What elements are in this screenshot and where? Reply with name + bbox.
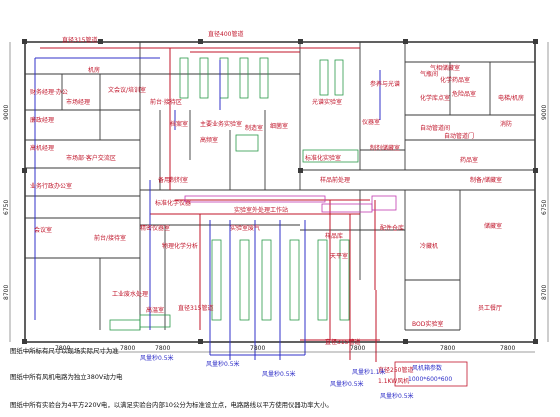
room-label: 财务经理·办公	[30, 88, 68, 96]
room-label: 前台/接待室	[94, 234, 126, 242]
dimension-label: 9000	[3, 105, 10, 120]
dimension-label: 7800	[500, 345, 515, 352]
room-label: 员工餐厅	[478, 304, 502, 312]
dimension-label: 8700	[541, 285, 548, 300]
room-label: 样品前处理	[320, 176, 350, 184]
fume-hoods	[184, 195, 397, 213]
room-label: 廉政经理	[30, 116, 54, 124]
room-label: 气相储藏室	[430, 64, 460, 72]
note-bench-power: 图纸中所有实验台为4平方220V电，以满足实验台内部10公分为标准设立点，电路路…	[10, 401, 333, 409]
dimension-lines	[9, 42, 549, 353]
room-label: 天平室	[330, 252, 348, 260]
note-fan-power: 图纸中所有风机电路为独立380V动力电	[10, 373, 123, 381]
room-label: 市场部·客户交流区	[66, 154, 116, 162]
pipe-label: 直径400管道	[208, 30, 243, 38]
exhaust-ducts	[40, 47, 380, 362]
room-label: 主要业务实验室	[200, 120, 242, 128]
fan-unit-box	[394, 361, 468, 387]
room-label: 电梯/机房	[498, 94, 524, 102]
pipe-label: 直径250管道	[378, 366, 413, 374]
room-label: 精密仪器室	[140, 224, 170, 232]
air-speed-label: 风量秒0.5米	[140, 354, 174, 362]
dimension-label: 6750	[3, 200, 10, 215]
room-label: 药品室	[460, 156, 478, 164]
room-label: 自动管道间	[420, 124, 450, 132]
room-label: 制备/储藏室	[470, 176, 502, 184]
room-label: 仪器室	[362, 118, 380, 126]
room-label: 实验室外处理工作站	[234, 206, 288, 214]
pipe-label: 直径315管道	[178, 304, 213, 312]
room-label: 化学库点室	[420, 94, 450, 102]
room-label: 危险品室	[452, 90, 476, 98]
fan-box-size: 1000*600*600	[408, 376, 452, 383]
room-label: 标准化实验室	[305, 154, 341, 162]
pipe-label: 直径315管道	[62, 36, 97, 44]
air-speed-label: 风量秒0.5米	[262, 370, 296, 378]
room-label: 参养与光谱	[370, 80, 400, 88]
dimension-label: 8700	[3, 285, 10, 300]
room-label: 档案室	[170, 120, 188, 128]
fan-power-label: 1.1KW风机	[378, 377, 409, 385]
room-label: 高机经理	[30, 144, 54, 152]
room-label: 消防	[500, 120, 512, 128]
room-label: 市场经理	[66, 98, 90, 106]
room-label: 自动管道门	[444, 132, 474, 140]
room-label: 光谱实验室	[312, 98, 342, 106]
room-label: 细菌室	[270, 122, 288, 130]
dimension-label: 6750	[541, 200, 548, 215]
room-label: 储藏室	[484, 222, 502, 230]
room-label: 制剂储藏室	[370, 144, 400, 152]
room-label: 样品库	[325, 232, 343, 240]
air-speed-label: 风量秒0.5米	[206, 360, 240, 368]
air-speed-label: 风量秒0.5米	[380, 392, 414, 400]
room-label: 业务行政办公室	[30, 182, 72, 190]
room-label: 会议室	[34, 226, 52, 234]
room-label: 实验室废气	[230, 224, 260, 232]
dimension-label: 7800	[155, 345, 170, 352]
air-speed-label: 风量秒0.5米	[330, 380, 364, 388]
room-label: 高频室	[200, 136, 218, 144]
structural-columns	[22, 39, 538, 344]
note-dimensions: 图纸中所标有尺寸以现场实际尺寸为准	[10, 347, 119, 355]
dimension-label: 7800	[55, 345, 70, 352]
pipe-label: 直径315管道	[325, 338, 360, 346]
dimension-label: 9000	[541, 105, 548, 120]
supply-ducts	[34, 57, 381, 360]
room-label: 配件仓库	[380, 224, 404, 232]
room-label: 制造室	[245, 124, 263, 132]
dimension-label: 7800	[250, 345, 265, 352]
dimension-label: 7800	[440, 345, 455, 352]
lab-benches	[109, 57, 359, 331]
room-label: 气瓶间	[420, 70, 438, 78]
room-label: 工业废水处理	[112, 290, 148, 298]
room-label: 冷藏机	[420, 242, 438, 250]
dimension-label: 7800	[350, 345, 365, 352]
room-label: 标准化学仪器	[155, 199, 191, 207]
room-label: 物理化学分析	[162, 242, 198, 250]
room-label: 化学药品室	[440, 76, 470, 84]
room-label: 机房	[88, 66, 100, 74]
room-label: 前台·接待区	[150, 98, 182, 106]
interior-walls	[25, 42, 535, 331]
room-label: 高温室	[146, 306, 164, 314]
room-label: 文会议/培训室	[108, 86, 146, 94]
room-label: BOD实验室	[412, 320, 443, 328]
dimension-label: 7800	[120, 345, 135, 352]
fan-box-title: 风机箱参数	[412, 364, 442, 372]
air-speed-label: 风量秒1.1米	[352, 368, 386, 376]
room-label: 备用制剂室	[158, 176, 188, 184]
